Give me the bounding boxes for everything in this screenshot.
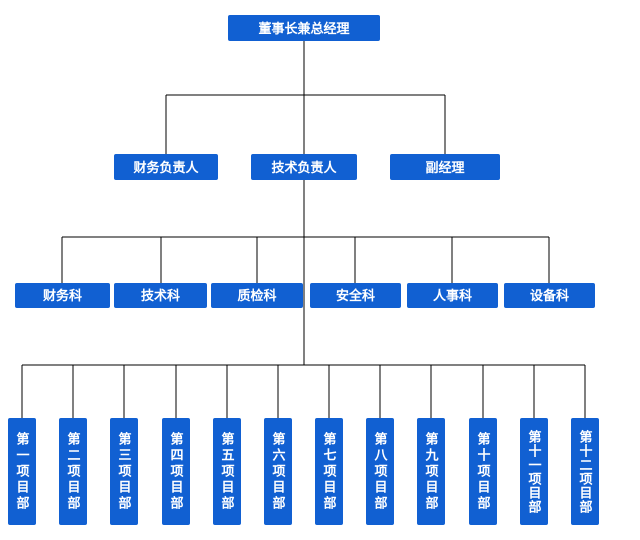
node-chairman-gm: 董事长兼总经理 <box>228 15 380 41</box>
node-hr-dept: 人事科 <box>407 283 498 308</box>
node-project-dept-1: 第一项目部 <box>8 418 36 525</box>
node-project-dept-2: 第二项目部 <box>59 418 87 525</box>
node-tech-lead: 技术负责人 <box>251 154 357 180</box>
node-deputy-manager: 副经理 <box>390 154 500 180</box>
node-project-dept-10: 第十项目部 <box>469 418 497 525</box>
node-tech-dept: 技术科 <box>114 283 207 308</box>
node-finance-dept: 财务科 <box>15 283 110 308</box>
node-qc-dept: 质检科 <box>211 283 303 308</box>
node-project-dept-8: 第八项目部 <box>366 418 394 525</box>
node-project-dept-7: 第七项目部 <box>315 418 343 525</box>
node-project-dept-6: 第六项目部 <box>264 418 292 525</box>
node-finance-lead: 财务负责人 <box>114 154 218 180</box>
node-project-dept-5: 第五项目部 <box>213 418 241 525</box>
node-project-dept-12: 第十二项目部 <box>571 418 599 525</box>
connector-path <box>21 41 586 418</box>
node-safety-dept: 安全科 <box>310 283 401 308</box>
node-project-dept-11: 第十一项目部 <box>520 418 548 525</box>
node-project-dept-3: 第三项目部 <box>110 418 138 525</box>
node-equipment-dept: 设备科 <box>504 283 595 308</box>
node-project-dept-9: 第九项目部 <box>417 418 445 525</box>
node-project-dept-4: 第四项目部 <box>162 418 190 525</box>
